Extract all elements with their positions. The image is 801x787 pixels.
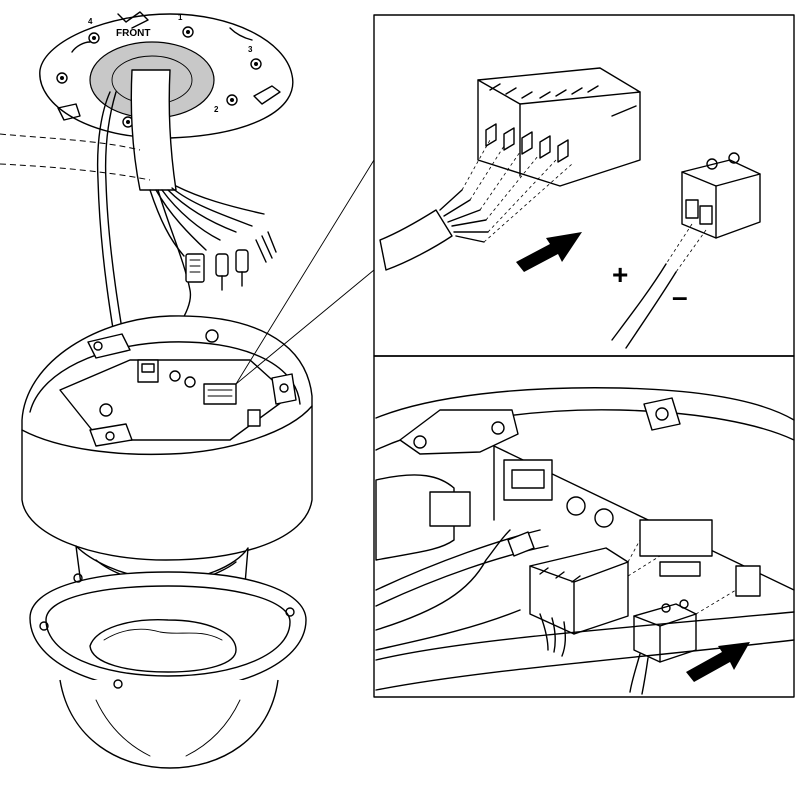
plate-number-1: 1 xyxy=(178,13,183,22)
audio-plugs xyxy=(215,249,249,291)
callout-line-bottom xyxy=(235,269,375,385)
plus-label: + xyxy=(612,259,628,290)
plate-screw-holes xyxy=(56,26,262,128)
insert-arrow-bottom xyxy=(686,642,750,682)
terminal-block-slot xyxy=(203,383,237,405)
connector-detail-panel: + – xyxy=(373,14,795,357)
detail-terminal-slot xyxy=(639,519,713,557)
audio-port-2 xyxy=(184,376,196,388)
camera-housing xyxy=(21,315,313,561)
detail-power-slot xyxy=(735,565,761,597)
camera-dome xyxy=(29,545,307,769)
power-wires xyxy=(611,263,677,349)
installation-detail-panel xyxy=(373,355,795,698)
detail-rj45-port xyxy=(503,459,553,501)
plate-number-2: 2 xyxy=(214,105,219,114)
rj45-plug xyxy=(185,253,205,283)
plate-number-3: 3 xyxy=(248,45,253,54)
detail-audio-port-1 xyxy=(566,496,586,516)
terminal-block-connector xyxy=(477,67,641,187)
minus-label: – xyxy=(672,281,688,312)
callout-line-top xyxy=(235,159,375,385)
power-slot xyxy=(247,409,261,427)
detail-power-plug xyxy=(633,599,697,663)
insert-arrow-top xyxy=(516,232,582,272)
rj45-port xyxy=(137,359,159,383)
audio-port-1 xyxy=(169,370,181,382)
detail-audio-port-2 xyxy=(594,508,614,528)
detail-terminal-block xyxy=(529,547,629,635)
plate-number-4: 4 xyxy=(88,17,93,26)
front-label: FRONT xyxy=(116,28,150,39)
multi-wire-cable xyxy=(379,209,453,271)
power-connector xyxy=(681,152,761,239)
